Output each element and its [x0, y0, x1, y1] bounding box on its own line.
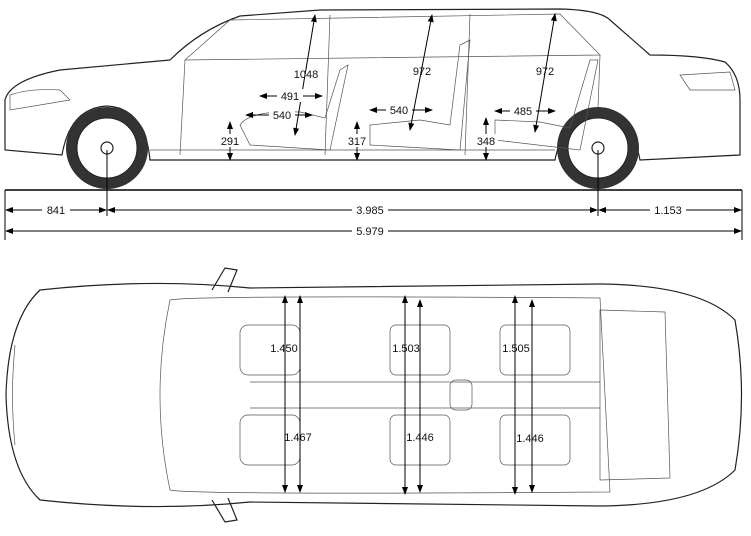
- top-body-outline: [5, 282, 743, 508]
- top-view: 1.450 1.503 1.505 1.467 1.446 1.446: [5, 267, 743, 523]
- overall-length: 5.979: [356, 226, 384, 238]
- rear-wheel: [557, 107, 639, 189]
- front-seat-height: 291: [221, 136, 239, 148]
- left-mirror: [211, 267, 238, 293]
- rear-headroom: 972: [536, 66, 554, 78]
- middle-seat-depth: 540: [390, 105, 408, 117]
- rear-elbow-width: 1.505: [502, 343, 530, 355]
- rear-shoulder-width: 1.446: [516, 433, 544, 445]
- middle-seat-height: 317: [348, 136, 366, 148]
- side-view: 1048 972 972 491 540 540 485 291 317 348: [4, 8, 743, 240]
- rear-seat-depth: 485: [514, 106, 532, 118]
- rear-overhang: 1.153: [654, 205, 682, 217]
- front-seat-depth: 540: [273, 110, 291, 122]
- front-wheel: [66, 107, 148, 189]
- middle-elbow-width: 1.503: [392, 343, 420, 355]
- front-elbow-width: 1.450: [270, 343, 298, 355]
- right-mirror: [211, 497, 238, 523]
- middle-shoulder-width: 1.446: [406, 432, 434, 444]
- front-headroom: 1048: [294, 69, 318, 81]
- middle-headroom: 972: [413, 66, 431, 78]
- front-overhang: 841: [47, 205, 65, 217]
- front-legroom: 491: [281, 91, 299, 103]
- length-dimensions: 841 3.985 1.153 5.979: [4, 150, 743, 240]
- rear-seat-height: 348: [477, 136, 495, 148]
- front-shoulder-width: 1.467: [284, 432, 312, 444]
- wheelbase: 3.985: [356, 205, 384, 217]
